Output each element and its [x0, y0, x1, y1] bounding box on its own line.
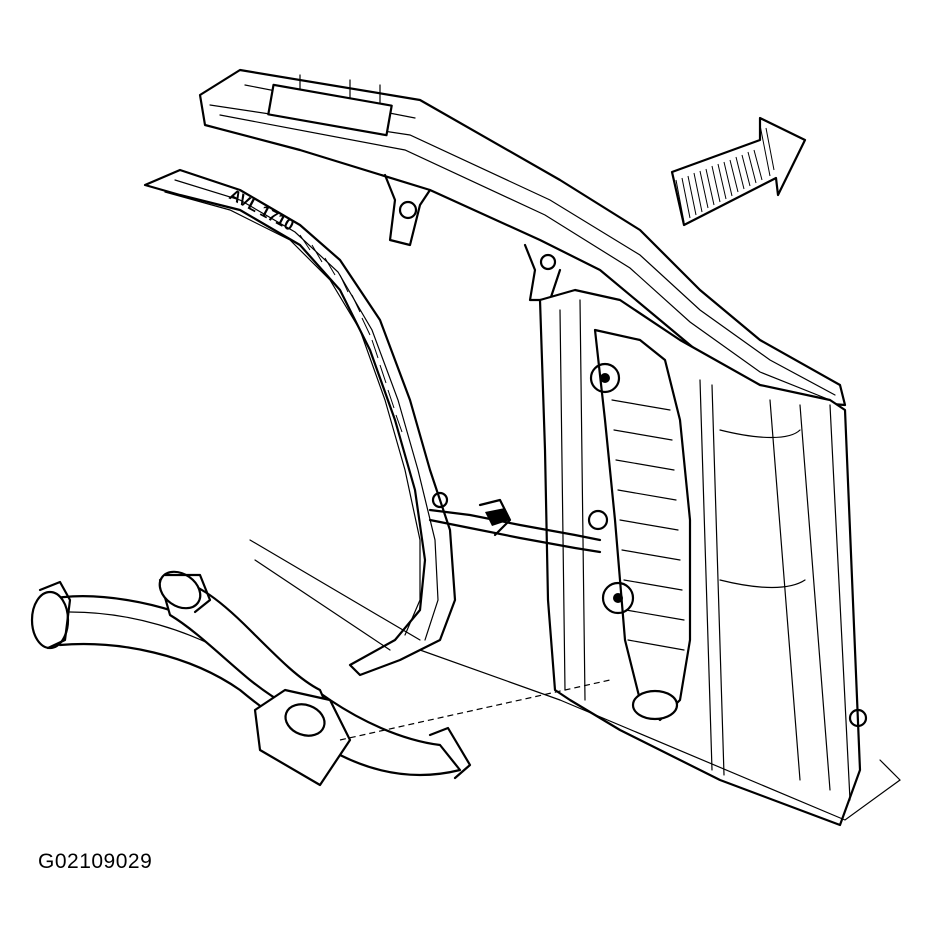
- shroud-lettering: AVL 1710: [226, 187, 296, 235]
- cooler-line-bracket: [428, 491, 602, 554]
- upper-radiator-hose: [158, 570, 352, 787]
- radiator-side-tank: [587, 328, 692, 722]
- figure-id-label: G02109029: [38, 850, 153, 873]
- front-direction-arrow-icon: [670, 116, 807, 227]
- leader-lines: [249, 539, 611, 741]
